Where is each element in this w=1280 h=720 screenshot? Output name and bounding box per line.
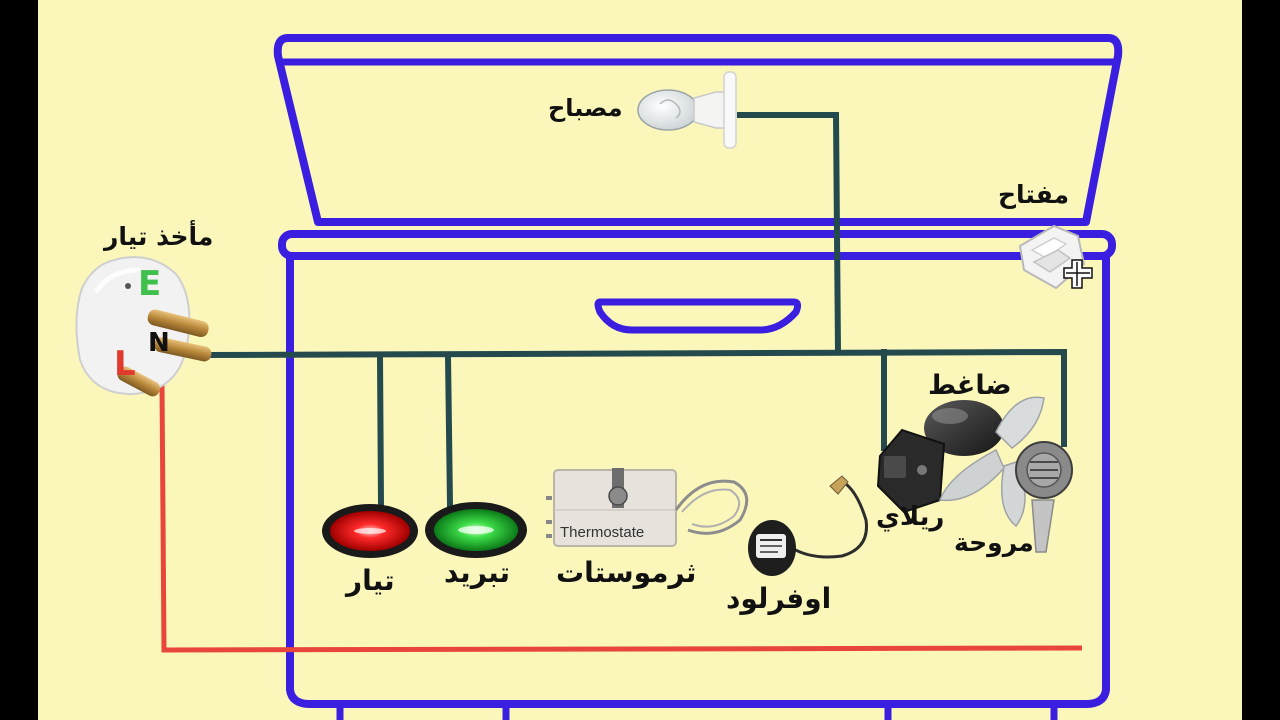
plug-neutral-letter: N [148,328,170,358]
thermostat-icon [546,468,749,547]
power-lamp-wire [376,352,385,509]
relay-label: ريلاي [876,502,945,532]
plug-earth-letter: E [138,264,162,304]
cooling-indicator-lamp [425,502,527,558]
overload-label: اوفرلود [726,582,832,615]
lamp-wire [737,112,842,356]
neutral-wiring [204,112,1067,509]
fan-icon [938,396,1073,553]
neutral-bus-wire [204,348,1067,447]
compressor-icon [924,400,1004,456]
door-switch-label: مفتاح [998,180,1070,209]
lamp-label: مصباح [548,94,623,122]
crosshair-cursor-icon [1063,259,1093,289]
thermostat-caption: Thermostate [560,524,645,541]
freezer-handle [594,298,802,334]
cooling-lamp-wire [444,352,454,509]
fan-label: مروحة [954,528,1034,557]
live-wire [159,384,1083,653]
freezer-outline [273,34,1123,720]
freezer-lid [273,34,1123,226]
freezer-feet [336,706,1058,720]
cooling-lamp-label: تبريد [444,556,511,589]
compressor-label: ضاغط [928,370,1012,401]
freezer-top-rim [278,230,1116,260]
freezer-body [286,256,1110,708]
background-panel [38,0,1242,720]
thermostat-label: ثرموستات [556,556,697,589]
overload-icon [748,475,868,576]
power-indicator-lamp [322,504,418,558]
plug-live-letter: L [114,344,136,384]
wall-plug-icon [75,256,212,397]
relay-icon [876,428,946,514]
power-lamp-label: تيار [346,564,395,597]
lamp-bulb-icon [637,71,737,149]
outlet-label: مأخذ تيار [104,222,214,251]
